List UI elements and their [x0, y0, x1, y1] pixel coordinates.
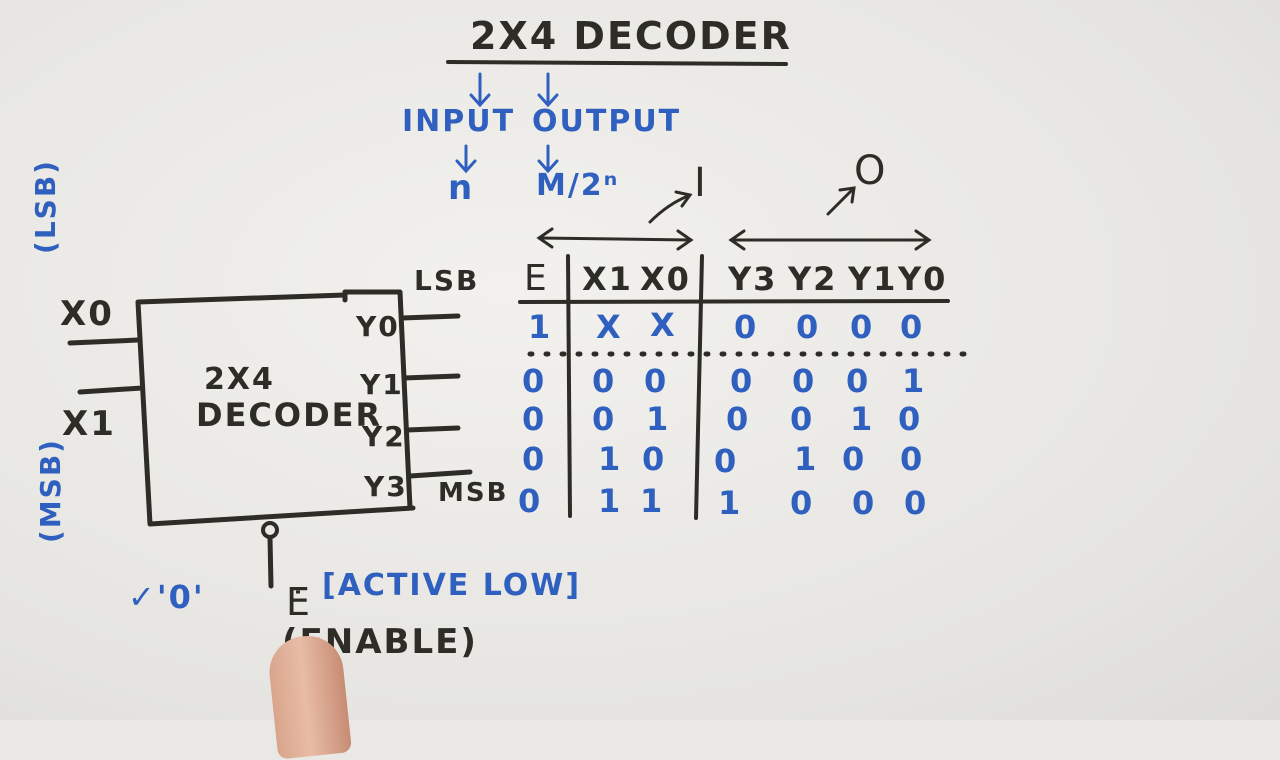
input-group-label: I	[694, 160, 708, 206]
table-cell: 0	[714, 442, 739, 480]
table-cell: 0	[796, 308, 821, 346]
output-y2-label: Y2	[362, 420, 406, 453]
header-y2: Y2	[788, 260, 838, 298]
table-cell: X	[650, 306, 677, 344]
output-y0-label: Y0	[356, 310, 400, 343]
title-underline	[446, 60, 788, 66]
table-cell: 0	[846, 362, 871, 400]
header-y1: Y1	[848, 260, 898, 298]
table-cell: 0	[898, 400, 923, 438]
table-cell: 1	[902, 362, 927, 400]
table-cell: 1	[598, 482, 623, 520]
block-name-line2: DECODER	[196, 396, 383, 434]
table-cell: 0	[522, 440, 547, 478]
input-count: n	[448, 168, 475, 208]
diagram-lines	[67, 60, 969, 594]
table-cell: 1	[598, 440, 623, 478]
msb-output-label: MSB	[438, 478, 509, 508]
table-cell: 1	[528, 308, 553, 346]
output-y3-label: Y3	[364, 470, 408, 503]
header-y0: Y0	[898, 260, 948, 298]
table-cell: 0	[730, 362, 755, 400]
enable-label: E	[286, 580, 313, 624]
table-cell: 0	[592, 362, 617, 400]
table-cell: 0	[792, 362, 817, 400]
table-cell: 0	[900, 308, 925, 346]
table-cell: 0	[850, 308, 875, 346]
table-cell: 0	[904, 484, 929, 522]
table-cell: 0	[734, 308, 759, 346]
table-cell: 0	[642, 440, 667, 478]
output-count: M/2ⁿ	[536, 168, 620, 203]
table-cell: 0	[522, 362, 547, 400]
table-cell: 1	[850, 400, 875, 438]
table-cell: 1	[640, 482, 665, 520]
lsb-output-label: LSB	[414, 264, 480, 297]
input-x1-label: X1	[62, 404, 116, 444]
enable-check-value: ✓'0'	[128, 578, 205, 616]
table-cell: 0	[726, 400, 751, 438]
table-cell: 1	[794, 440, 819, 478]
pointer-arrow-icon	[648, 186, 856, 224]
decoder-block	[67, 289, 473, 589]
table-cell: 0	[644, 362, 669, 400]
table-cell: 0	[790, 484, 815, 522]
truth-table-grid	[518, 254, 950, 520]
table-cell: X	[596, 308, 623, 346]
output-group-label: O	[854, 148, 888, 194]
lsb-input-label: (LSB)	[28, 159, 62, 254]
table-cell: 0	[852, 484, 877, 522]
output-label: OUTPUT	[532, 104, 682, 139]
active-low-label: [ACTIVE LOW]	[322, 568, 582, 603]
input-label: INPUT	[402, 104, 516, 139]
table-cell: 0	[842, 440, 867, 478]
header-x0: X0	[640, 260, 691, 298]
down-arrow-icon	[455, 72, 559, 174]
header-y3: Y3	[728, 260, 778, 298]
table-cell: 1	[646, 400, 671, 438]
header-e: E	[524, 258, 549, 299]
table-cell: 0	[518, 482, 543, 520]
output-y1-label: Y1	[360, 368, 404, 401]
block-name-line1: 2X4	[204, 362, 275, 397]
header-x1: X1	[582, 260, 633, 298]
page-title: 2X4 DECODER	[470, 14, 792, 58]
table-cell: 0	[522, 400, 547, 438]
msb-input-label: (MSB)	[33, 438, 67, 543]
table-cell: 0	[900, 440, 925, 478]
table-cell: 0	[592, 400, 617, 438]
double-arrow-icon	[536, 227, 932, 251]
table-cell: 0	[790, 400, 815, 438]
active-low-bubble	[261, 521, 279, 539]
table-cell: 1	[718, 484, 743, 522]
input-x0-label: X0	[60, 294, 114, 334]
